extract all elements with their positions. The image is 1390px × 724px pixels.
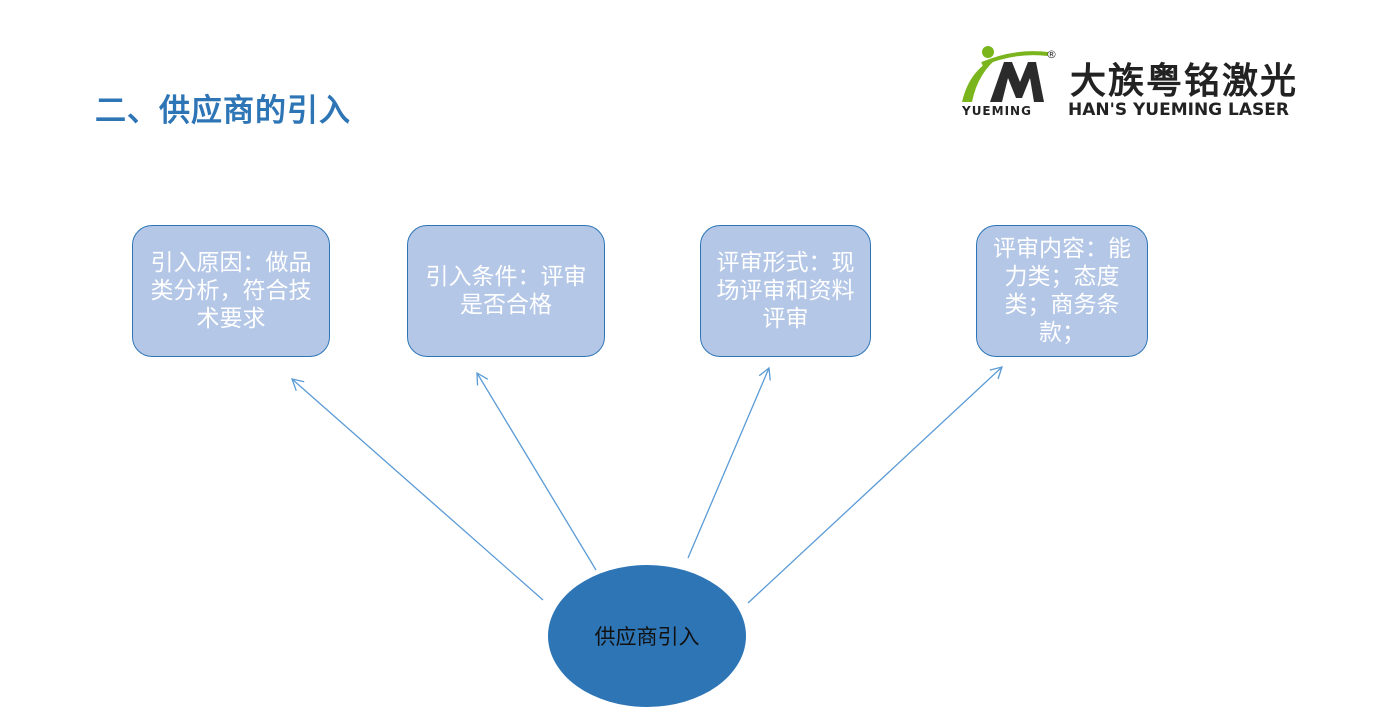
- yueming-logo-mark-icon: [962, 46, 1049, 102]
- page-title: 二、供应商的引入: [95, 93, 351, 129]
- box-review-format-text: 评审形式：现场评审和资料评审: [716, 250, 855, 332]
- logo-english-short: YUEMING: [962, 104, 1032, 118]
- box-introduction-reason-text: 引入原因：做品类分析，符合技术要求: [150, 250, 312, 332]
- box-introduction-conditions-text: 引入条件：评审是否合格: [425, 264, 587, 318]
- arrow-to-box-1: [290, 378, 544, 601]
- box-review-format: 评审形式：现场评审和资料评审: [700, 225, 871, 357]
- box-review-content: 评审内容：能力类；态度类；商务条款；: [976, 225, 1148, 357]
- logo-english-full: HAN'S YUEMING LASER: [1068, 100, 1289, 120]
- logo-chinese-name: 大族粤铭激光: [1070, 61, 1299, 102]
- box-introduction-conditions: 引入条件：评审是否合格: [407, 225, 605, 357]
- box-introduction-reason: 引入原因：做品类分析，符合技术要求: [132, 225, 330, 357]
- center-node-label: 供应商引入: [594, 625, 700, 649]
- arrow-to-box-3: [687, 366, 771, 559]
- arrow-to-box-2: [476, 371, 597, 571]
- box-review-content-text: 评审内容：能力类；态度类；商务条款；: [993, 236, 1131, 346]
- company-logo: ® 大族粤铭激光 YUEMING HAN'S YUEMING LASER: [960, 42, 1330, 122]
- center-node-supplier-introduction: 供应商引入: [548, 565, 746, 707]
- arrow-to-box-4: [747, 366, 1003, 604]
- registered-mark: ®: [1046, 48, 1057, 61]
